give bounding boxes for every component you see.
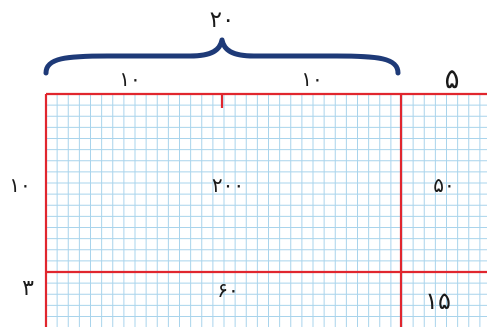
partition-lines (44, 92, 487, 327)
curly-brace (43, 37, 401, 76)
bottom-row-label: ۳ (22, 276, 34, 301)
brace-right-label: ۱۰ (301, 67, 322, 91)
brace-total-label: ۲۰ (210, 7, 235, 33)
cell-bottom-right-value: ۱۵ (425, 287, 451, 315)
top-row-label: ۱۰ (9, 173, 30, 197)
right-column-label: ۵ (444, 62, 459, 95)
cell-top-right-value: ۵۰ (433, 173, 454, 197)
brace-left-label: ۱۰ (119, 67, 140, 91)
cell-top-left-value: ۲۰۰ (212, 173, 244, 197)
cell-bottom-left-value: ۶۰ (217, 278, 238, 302)
graph-paper-grid (46, 94, 487, 327)
